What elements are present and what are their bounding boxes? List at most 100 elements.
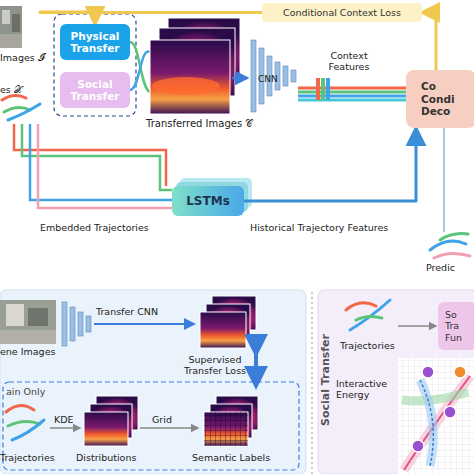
node-text: Co Condi Deco xyxy=(421,80,461,118)
feature-vector xyxy=(316,78,330,100)
transfer-group-frame xyxy=(54,14,136,116)
transfer-output-stack xyxy=(200,296,256,348)
semantic-label-stack-part xyxy=(204,412,248,446)
supervision-double-arrow xyxy=(254,354,258,386)
text-label: Interactive Energy xyxy=(336,378,398,400)
prediction-icon-part xyxy=(430,241,466,250)
context-feature-lines-part xyxy=(298,95,406,98)
text-label: Transfer CNN xyxy=(96,306,176,317)
text-label: Trajectories xyxy=(340,340,412,351)
scene-thumbnail-part xyxy=(12,14,20,32)
scene-thumbnail-part xyxy=(0,34,22,48)
trajectory-icon-part xyxy=(356,316,382,320)
transfer-arrows-part xyxy=(130,51,150,90)
trajectory-icon-part xyxy=(8,104,40,120)
context-feature-lines-part xyxy=(298,99,406,102)
text-label: CNN xyxy=(258,74,288,85)
flow-connector xyxy=(244,128,416,201)
semantic-label-stack-part xyxy=(204,412,248,446)
text-label: ene Images xyxy=(0,346,62,357)
transfer-cnn-layers-part xyxy=(86,316,91,332)
trajectory-icon-part xyxy=(12,420,44,440)
text-label: Semantic Labels xyxy=(192,452,288,463)
text-label: es 𝒳 xyxy=(0,84,40,95)
interactive-energy-map-part xyxy=(454,366,466,378)
interactive-energy-map-part xyxy=(402,392,468,401)
interactive-energy-map-part xyxy=(398,358,474,474)
transfer-arrows-part xyxy=(130,42,150,92)
text-label: Predic xyxy=(426,262,474,273)
distribution-stack-part xyxy=(84,412,128,446)
transferred-image-stack-part xyxy=(152,77,220,95)
interactive-energy-map-part xyxy=(420,380,433,466)
scene-thumbnail-part xyxy=(28,308,48,326)
node-text: Conditional Context Loss xyxy=(283,7,401,19)
interactive-energy-map-part xyxy=(420,380,433,466)
trajectory-icon xyxy=(346,300,390,330)
trajectory-icon-part xyxy=(2,95,26,100)
cnn-layers-part xyxy=(251,40,256,112)
trajectory-icon-part xyxy=(350,300,390,330)
embedded-trajectory-lines-part xyxy=(30,124,172,200)
prediction-icon xyxy=(430,234,470,258)
trajectory-icon-part xyxy=(6,405,34,412)
interactive-energy-map-part xyxy=(412,440,424,452)
loss-box: Conditional Context Loss xyxy=(262,3,422,22)
transferred-image-stack xyxy=(150,18,240,114)
trajectory-icon xyxy=(2,95,40,120)
flow-arrow xyxy=(398,325,436,327)
embedded-trajectory-lines-part xyxy=(22,124,172,190)
feature-vector-part xyxy=(326,78,330,100)
text-label: Supervised Transfer Loss xyxy=(176,354,254,376)
cnn-layers-part xyxy=(291,70,296,82)
transfer-arrows xyxy=(130,42,150,92)
scene-thumbnail-part xyxy=(0,300,56,344)
scene-thumbnail-part xyxy=(6,304,24,326)
scene-thumbnail-part xyxy=(2,10,10,24)
flow-arrow xyxy=(50,427,80,429)
trajectory-icon xyxy=(6,405,44,440)
interactive-energy-map xyxy=(398,358,474,474)
text-label: ain Only xyxy=(6,386,66,397)
text-label: Embedded Trajectories xyxy=(40,222,164,233)
transfer-cnn-layers-part xyxy=(78,312,83,336)
text-label: Transferred Images 𝒞 xyxy=(146,118,264,129)
lstm-box: LSTMs xyxy=(172,186,244,216)
feature-vector-part xyxy=(321,78,325,100)
text-label: Context Features xyxy=(318,50,380,72)
scene-thumbnail xyxy=(0,300,56,344)
scene-thumbnail xyxy=(0,6,22,48)
transfer-cnn-layers xyxy=(62,302,91,346)
transfer-box: Physical Transfer xyxy=(60,24,130,60)
prediction-icon-part xyxy=(434,253,470,258)
text-label: Historical Trajectory Features xyxy=(250,222,410,233)
text-label: Social Transfer xyxy=(320,300,331,460)
flow-connector xyxy=(40,12,262,24)
context-feature-lines xyxy=(298,88,406,100)
text-label: Images 𝓘 xyxy=(0,52,60,63)
cnn-layers-part xyxy=(283,66,288,86)
embedded-trajectory-lines xyxy=(14,124,172,208)
node-text: Social Transfer xyxy=(60,78,130,103)
transferred-image-stack-part xyxy=(150,40,230,114)
interactive-energy-map-part xyxy=(422,366,434,378)
trajectory-icon-part xyxy=(346,303,376,310)
scene-thumbnail-part xyxy=(0,330,56,344)
semantic-label-stack xyxy=(204,396,258,446)
text-label: Trajectories xyxy=(0,452,74,463)
node-text: Physical Transfer xyxy=(60,30,130,55)
flow-arrow xyxy=(94,323,194,325)
context-feature-lines-part xyxy=(298,87,406,90)
physical-panel-background xyxy=(0,290,306,474)
transfer-cnn-layers-part xyxy=(70,307,75,341)
panel-separator xyxy=(311,292,312,474)
context-feature-lines-part xyxy=(298,91,406,94)
node-text: So Tra Fun xyxy=(445,309,469,344)
flow-arrow xyxy=(232,77,247,80)
flow-connector xyxy=(422,13,436,71)
function-box: So Tra Fun xyxy=(438,302,474,350)
prediction-icon-part xyxy=(440,234,468,240)
decoder-box: Co Condi Deco xyxy=(406,70,474,128)
transfer-cnn-layers-part xyxy=(62,302,67,346)
